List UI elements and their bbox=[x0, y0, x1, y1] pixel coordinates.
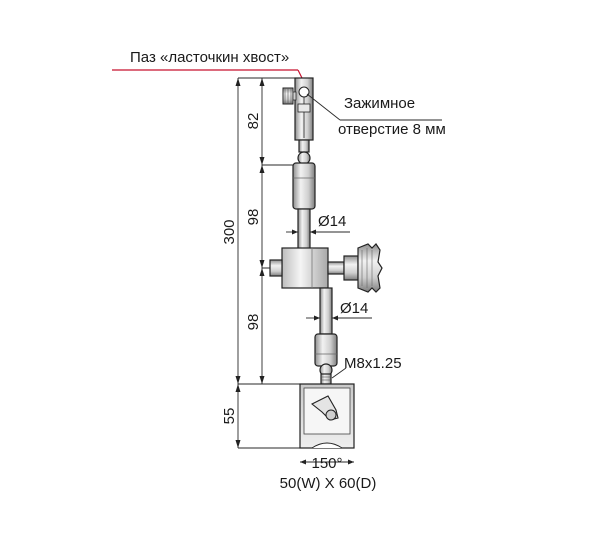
clamp-hole bbox=[298, 86, 310, 98]
dimension-lines: 300 82 98 98 55 bbox=[221, 77, 326, 449]
arrow-base-top bbox=[235, 384, 241, 392]
arrow-total-top bbox=[235, 78, 241, 86]
dim-98-lower-text: 98 bbox=[245, 314, 262, 331]
thread-callout: M8x1.25 bbox=[331, 355, 402, 379]
diameter-lower-callout: Ø14 bbox=[306, 300, 372, 321]
dim-total-text: 300 bbox=[221, 219, 238, 244]
upper-joint-housing bbox=[292, 162, 316, 210]
clamp-jaw bbox=[297, 103, 311, 113]
dia-lower-arrow-right bbox=[332, 315, 338, 321]
dim-98-upper-text: 98 bbox=[245, 209, 262, 226]
angle-text: 150° bbox=[311, 455, 342, 472]
arrow-total-bottom bbox=[235, 376, 241, 384]
angle-callout: 150° bbox=[300, 455, 354, 472]
threaded-stud bbox=[320, 373, 332, 385]
diameter-upper-text: Ø14 bbox=[318, 213, 346, 230]
arrow-base-bottom bbox=[235, 440, 241, 448]
diameter-lower-text: Ø14 bbox=[340, 300, 368, 317]
arrow-98b-top bbox=[259, 268, 265, 276]
clamp-label-line2: отверстие 8 мм bbox=[338, 121, 446, 138]
clamp-hole-callout: Зажимное отверстие 8 мм bbox=[306, 93, 446, 138]
magnetic-base bbox=[299, 383, 355, 449]
base-size-text: 50(W) X 60(D) bbox=[280, 475, 377, 492]
arrow-98a-bottom bbox=[259, 260, 265, 268]
lever-pivot bbox=[325, 409, 337, 421]
dia-upper-arrow-left bbox=[292, 229, 298, 235]
clamp-knob bbox=[357, 243, 383, 293]
arrow-82-bottom bbox=[259, 157, 265, 165]
upper-ball-joint bbox=[297, 151, 311, 165]
clamp-neck bbox=[298, 139, 310, 153]
base-v-groove bbox=[311, 442, 343, 449]
center-left-boss bbox=[269, 259, 283, 277]
thread-text: M8x1.25 bbox=[344, 355, 402, 372]
dim-55-text: 55 bbox=[221, 408, 238, 425]
dovetail-callout: Паз «ласточкин хвост» bbox=[112, 49, 307, 87]
dia-lower-arrow-left bbox=[314, 315, 320, 321]
knob-shaft bbox=[327, 261, 345, 275]
top-clamp bbox=[282, 77, 314, 153]
arrow-98b-bottom bbox=[259, 376, 265, 384]
angle-arrow-left bbox=[300, 459, 306, 465]
center-block bbox=[281, 247, 329, 289]
lower-joint-housing bbox=[314, 333, 338, 367]
clamp-label-line1: Зажимное bbox=[344, 95, 415, 112]
center-clamp bbox=[269, 243, 383, 293]
dim-82-text: 82 bbox=[245, 113, 262, 130]
angle-arrow-right bbox=[348, 459, 354, 465]
clamp-leader bbox=[306, 93, 341, 121]
knob-collar bbox=[343, 255, 359, 281]
base-switch-lever bbox=[310, 395, 339, 421]
arrow-82-top bbox=[259, 78, 265, 86]
arrow-98a-top bbox=[259, 165, 265, 173]
upper-arm bbox=[292, 151, 316, 260]
dovetail-label: Паз «ласточкин хвост» bbox=[130, 49, 289, 66]
lower-rod bbox=[319, 287, 333, 335]
lower-arm bbox=[314, 287, 338, 385]
clamp-screw-shaft bbox=[292, 91, 297, 101]
dia-upper-arrow-right bbox=[310, 229, 316, 235]
diameter-upper-callout: Ø14 bbox=[286, 213, 350, 235]
thread-leader bbox=[331, 367, 347, 379]
